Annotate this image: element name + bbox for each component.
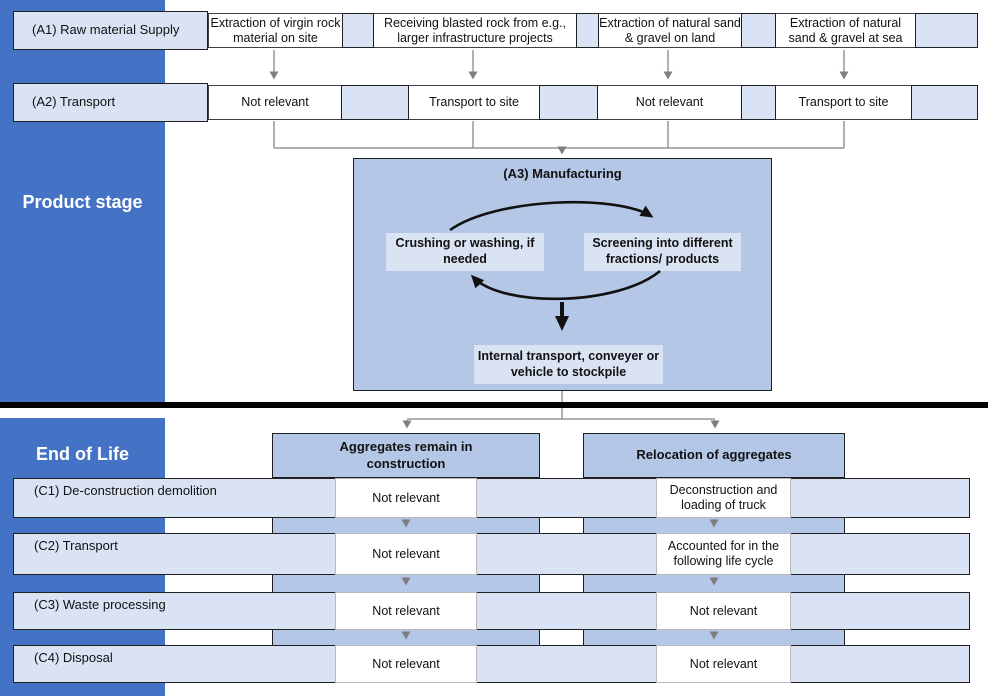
row-c1: (C1) De-construction demolition Not rele… [13,478,970,518]
crushing-box: Crushing or washing, if needed [386,233,544,271]
row-c4-cell-remain: Not relevant [335,645,477,683]
row-c3: (C3) Waste processing Not relevant Not r… [13,592,970,630]
row-c2-cell-relocation: Accounted for in the following life cycl… [656,533,791,575]
row-c4: (C4) Disposal Not relevant Not relevant [13,645,970,683]
branch-remain-label: Aggregates remain in construction [339,439,473,471]
spacer-box [342,13,374,48]
row-c1-label: (C1) De-construction demolition [34,483,217,498]
product-stage-sidebar: Product stage [0,0,165,404]
spacer-box [741,85,776,120]
branch-relocation-label: Relocation of aggregates [636,447,792,463]
product-stage-label: Product stage [22,191,143,212]
row-a1-cell-3: Extraction of natural sand & gravel on l… [599,15,741,45]
row-a1-cell-4: Extraction of natural sand & gravel at s… [788,15,903,45]
row-a2-label-box: (A2) Transport [13,83,208,122]
row-c1-cell-remain: Not relevant [335,478,477,518]
spacer-box [539,85,598,120]
branch-remain-in-construction: Aggregates remain in construction [272,433,540,478]
row-c2-label: (C2) Transport [34,538,118,553]
manufacturing-box: (A3) Manufacturing Crushing or washing, … [353,158,772,391]
spacer-box [911,85,978,120]
row-a2-strip: Not relevant Transport to site Not relev… [208,85,978,120]
spacer-box [341,85,409,120]
screening-box: Screening into different fractions/ prod… [584,233,741,271]
row-c4-cell-relocation: Not relevant [656,645,791,683]
row-c2: (C2) Transport Not relevant Accounted fo… [13,533,970,575]
row-c1-cell-relocation: Deconstruction and loading of truck [656,478,791,518]
row-c2-cell-remain: Not relevant [335,533,477,575]
row-c4-label: (C4) Disposal [34,650,113,665]
row-c3-cell-relocation: Not relevant [656,592,791,630]
row-a2-cell-4: Transport to site [798,95,889,109]
row-a2-cell-3: Not relevant [635,95,704,109]
internal-transport-box: Internal transport, conveyer or vehicle … [474,345,663,384]
row-c3-cell-remain: Not relevant [335,592,477,630]
row-a1-cell-2: Receiving blasted rock from e.g., larger… [383,15,567,45]
row-a2-label: (A2) Transport [32,94,116,110]
row-a1-strip: Extraction of virgin rock material on si… [208,13,978,48]
spacer-box [576,13,599,48]
row-a1-label: (A1) Raw material Supply [32,22,180,38]
row-a1-cell-1: Extraction of virgin rock material on si… [210,15,341,45]
spacer-box [915,13,978,48]
row-a1-label-box: (A1) Raw material Supply [13,11,208,50]
stage-divider-line [0,402,988,408]
spacer-box [741,13,776,48]
manufacturing-title: (A3) Manufacturing [503,166,622,181]
end-of-life-label: End of Life [36,444,129,464]
row-a2-cell-1: Not relevant [241,95,309,109]
branch-relocation: Relocation of aggregates [583,433,845,478]
row-c3-label: (C3) Waste processing [34,597,166,612]
row-a2-cell-2: Transport to site [429,95,519,109]
